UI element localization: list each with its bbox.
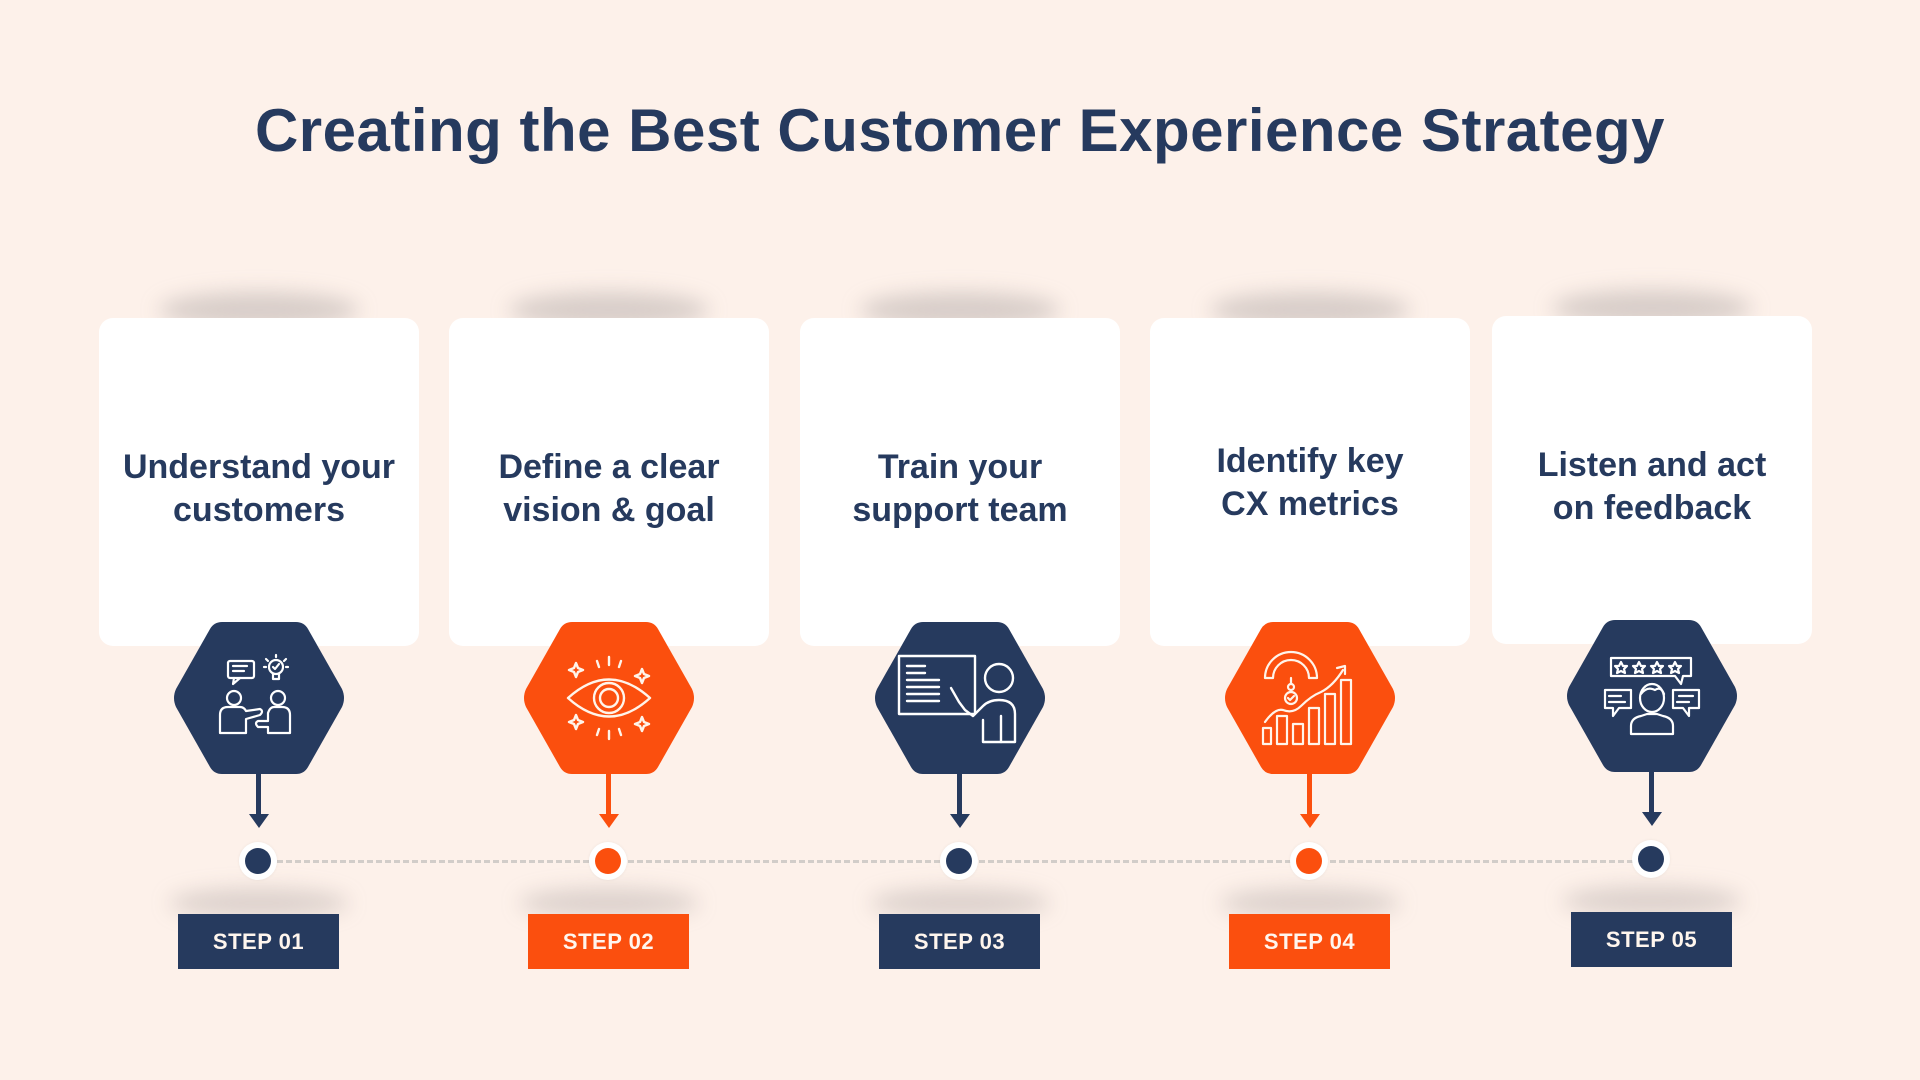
arrow-connector [957,770,962,816]
arrow-head-icon [1642,812,1662,826]
step-badge: STEP 03 [879,914,1040,969]
arrow-connector [1307,770,1312,816]
step-hexagon [873,620,1047,776]
timeline-node [1290,842,1328,880]
arrow-head-icon [249,814,269,828]
step-hexagon [1223,620,1397,776]
badge-shadow [519,888,699,918]
step-hexagon [1565,618,1739,774]
timeline-node [1632,840,1670,878]
badge-shadow [1220,888,1400,918]
timeline-dot [1638,846,1664,872]
arrow-head-icon [599,814,619,828]
timeline-dot [245,848,271,874]
timeline-dot [946,848,972,874]
step-badge: STEP 01 [178,914,339,969]
step-card: Define a clear vision & goal [449,318,769,646]
badge-shadow [870,888,1050,918]
arrow-head-icon [1300,814,1320,828]
arrow-head-icon [950,814,970,828]
badge-shadow [169,888,349,918]
timeline-node [940,842,978,880]
step-title: Identify key CX metrics [1216,442,1404,523]
step-4: Identify key CX metrics STEP 04 [1150,0,1470,1080]
step-2: Define a clear vision & goal STEP 02 [449,0,769,1080]
step-1: Understand your customers STEP 01 [99,0,419,1080]
step-hexagon [172,620,346,776]
step-3: Train your support team STEP 03 [800,0,1120,1080]
badge-shadow [1562,886,1742,916]
gauge-growth-chart-icon [1261,650,1353,746]
step-hexagon [522,620,696,776]
timeline-dot [1296,848,1322,874]
step-title: Listen and act on feedback [1537,446,1767,527]
step-badge: STEP 04 [1229,914,1390,969]
step-5: Listen and act on feedback STEP 05 [1492,0,1812,1078]
presenter-whiteboard-icon [897,654,1017,744]
step-card: Understand your customers [99,318,419,646]
step-title: Train your support team [852,448,1068,529]
step-card: Identify key CX metrics [1150,318,1470,646]
arrow-connector [606,770,611,816]
step-badge: STEP 05 [1571,912,1732,967]
timeline-node [589,842,627,880]
step-card: Listen and act on feedback [1492,316,1812,644]
arrow-connector [256,770,261,816]
page-title: Creating the Best Customer Experience St… [254,97,1666,164]
step-title: Define a clear vision & goal [498,448,720,529]
customer-rating-feedback-icon [1603,656,1701,736]
step-card: Train your support team [800,318,1120,646]
step-title: Understand your customers [122,448,396,529]
eye-vision-icon [566,655,652,741]
arrow-connector [1649,768,1654,814]
timeline-node [239,842,277,880]
step-badge: STEP 02 [528,914,689,969]
people-discussion-idea-icon [218,653,292,735]
timeline-dot [595,848,621,874]
